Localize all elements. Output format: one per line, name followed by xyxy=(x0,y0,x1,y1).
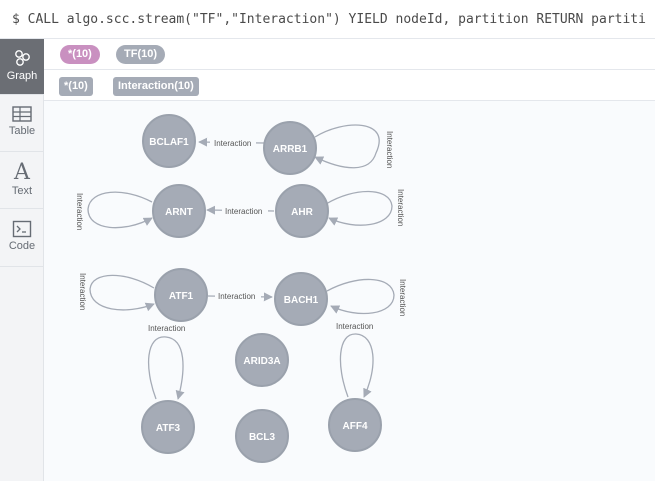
node-aff4[interactable]: AFF4 xyxy=(328,398,382,452)
rel-label: Interaction xyxy=(218,292,255,301)
rel-arnt-self[interactable]: Interaction xyxy=(75,191,153,230)
tab-code-label: Code xyxy=(8,240,36,252)
rel-label: Interaction xyxy=(385,131,394,168)
svg-text:ATF3: ATF3 xyxy=(156,423,181,434)
table-icon xyxy=(12,106,32,122)
rel-label: Interaction xyxy=(75,193,84,230)
rel-label: Interaction xyxy=(398,279,407,316)
command-bar[interactable]: $ CALL algo.scc.stream("TF","Interaction… xyxy=(0,0,655,39)
rel-label: Interaction xyxy=(214,139,251,148)
graph-svg[interactable]: Interaction Interaction Interaction Inte… xyxy=(44,101,655,481)
node-arrb1[interactable]: ARRB1 xyxy=(263,121,317,175)
graph-icon xyxy=(15,50,30,66)
rel-aff4-self[interactable]: Interaction xyxy=(336,322,374,398)
svg-text:ARID3A: ARID3A xyxy=(243,356,280,367)
rel-atf1-self[interactable]: Interaction xyxy=(78,273,155,312)
tab-table-label: Table xyxy=(8,125,36,137)
all-nodes-pill[interactable]: *(10) xyxy=(60,45,100,64)
tab-text-label: Text xyxy=(11,185,33,197)
tf-label-pill[interactable]: TF(10) xyxy=(116,45,165,64)
rel-bach1-self[interactable]: Interaction xyxy=(326,278,407,316)
node-bach1[interactable]: BACH1 xyxy=(274,272,328,326)
node-bcl3[interactable]: BCL3 xyxy=(235,409,289,463)
node-labels-bar: *(10) TF(10) xyxy=(44,39,655,70)
svg-text:ARRB1: ARRB1 xyxy=(273,144,308,155)
rel-label: Interaction xyxy=(396,189,405,226)
rel-label: Interaction xyxy=(148,324,185,333)
tab-table[interactable]: Table xyxy=(0,96,44,152)
node-arid3a[interactable]: ARID3A xyxy=(235,333,289,387)
rel-ahr-arnt[interactable]: Interaction xyxy=(206,205,275,216)
tab-graph[interactable]: Graph xyxy=(0,39,44,95)
rel-label: Interaction xyxy=(225,207,262,216)
tab-graph-label: Graph xyxy=(6,70,38,82)
svg-text:AFF4: AFF4 xyxy=(343,421,368,432)
svg-text:BCLAF1: BCLAF1 xyxy=(149,137,189,148)
all-relationships-tag[interactable]: *(10) xyxy=(59,77,93,96)
rel-atf1-bach1[interactable]: Interaction xyxy=(207,290,273,302)
command-text[interactable]: $ CALL algo.scc.stream("TF","Interaction… xyxy=(12,12,646,27)
rel-label: Interaction xyxy=(78,273,87,310)
rel-arrb1-self[interactable]: Interaction xyxy=(314,124,394,168)
node-ahr[interactable]: AHR xyxy=(275,184,329,238)
svg-text:BCL3: BCL3 xyxy=(249,432,276,443)
svg-text:BACH1: BACH1 xyxy=(284,295,319,306)
node-arnt[interactable]: ARNT xyxy=(152,184,206,238)
code-icon xyxy=(12,220,32,238)
rel-atf3-self[interactable]: Interaction xyxy=(147,324,185,400)
svg-text:ARNT: ARNT xyxy=(165,207,193,218)
graph-canvas[interactable]: Interaction Interaction Interaction Inte… xyxy=(44,101,655,481)
rel-label: Interaction xyxy=(336,322,373,331)
svg-text:AHR: AHR xyxy=(291,207,313,218)
text-icon: A xyxy=(14,160,30,185)
tab-text[interactable]: A Text xyxy=(0,153,44,209)
node-bclaf1[interactable]: BCLAF1 xyxy=(142,114,196,168)
tab-code[interactable]: Code xyxy=(0,211,44,267)
rel-arrb1-bclaf1[interactable]: Interaction xyxy=(198,137,265,148)
view-sidebar: Graph Table A Text Code xyxy=(0,39,44,481)
node-atf1[interactable]: ATF1 xyxy=(154,268,208,322)
node-atf3[interactable]: ATF3 xyxy=(141,400,195,454)
interaction-type-tag[interactable]: Interaction(10) xyxy=(113,77,199,96)
relationship-types-bar: *(10) Interaction(10) xyxy=(44,70,655,101)
svg-text:ATF1: ATF1 xyxy=(169,291,194,302)
rel-ahr-self[interactable]: Interaction xyxy=(325,189,405,226)
